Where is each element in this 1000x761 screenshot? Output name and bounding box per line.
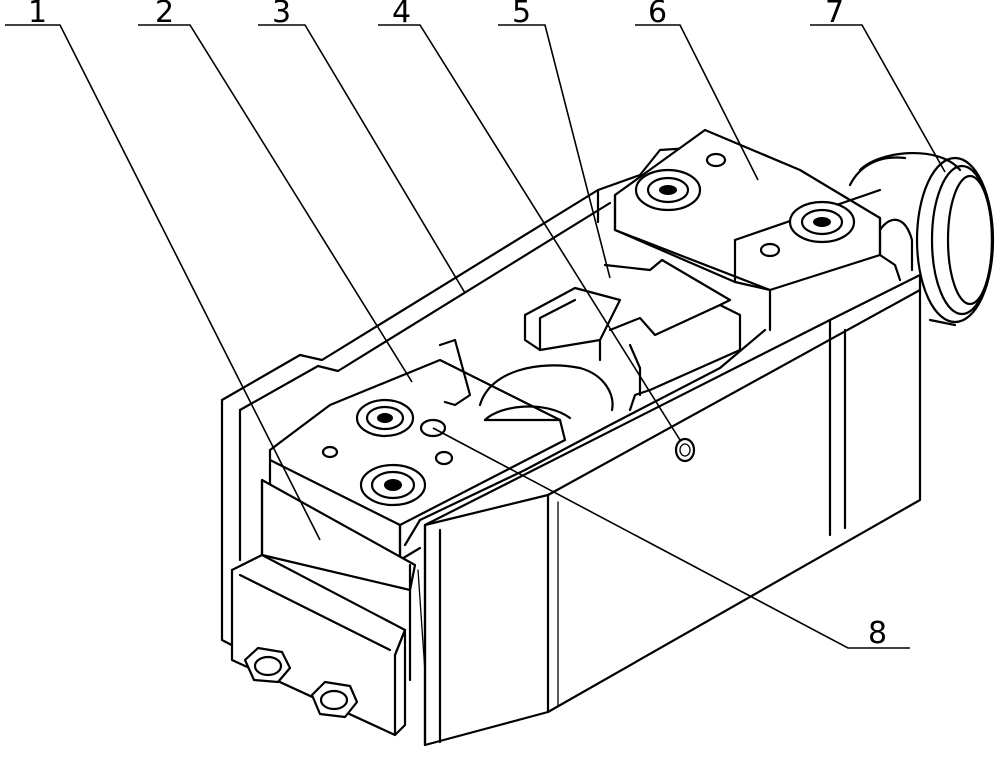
leader-5 xyxy=(498,24,611,279)
leader-1 xyxy=(5,24,321,541)
label-4: 4 xyxy=(392,0,411,30)
side-hole xyxy=(674,437,696,463)
cap-screw xyxy=(355,398,415,438)
hex-bolt xyxy=(243,646,292,684)
part-numbers: 1 2 3 4 5 6 7 8 xyxy=(28,0,887,651)
leader-2 xyxy=(138,24,413,383)
front-clamp-block xyxy=(268,338,567,562)
rear-block xyxy=(613,128,902,332)
cap-screw xyxy=(359,463,427,507)
central-jaw xyxy=(478,258,742,422)
small-hole xyxy=(434,450,454,466)
cap-screw xyxy=(788,200,856,244)
leader-8 xyxy=(432,427,910,649)
leader-3 xyxy=(258,24,466,294)
front-plate xyxy=(230,478,426,737)
pin-hole xyxy=(419,418,447,438)
small-hole xyxy=(705,152,727,168)
leader-6 xyxy=(635,24,759,181)
leader-7 xyxy=(810,24,946,173)
cap-screw xyxy=(634,168,702,212)
main-body xyxy=(220,146,922,747)
label-3: 3 xyxy=(272,0,291,30)
side-hole-inner xyxy=(679,443,691,457)
label-6: 6 xyxy=(648,0,667,30)
label-2: 2 xyxy=(155,0,174,30)
label-1: 1 xyxy=(28,0,47,30)
hex-bolt xyxy=(310,680,359,719)
label-5: 5 xyxy=(512,0,531,30)
handwheel xyxy=(848,151,995,327)
leader-4 xyxy=(378,24,681,441)
leader-lines xyxy=(5,24,946,649)
label-8: 8 xyxy=(868,616,887,651)
label-7: 7 xyxy=(825,0,844,30)
small-hole xyxy=(321,445,339,459)
small-hole xyxy=(759,242,781,258)
